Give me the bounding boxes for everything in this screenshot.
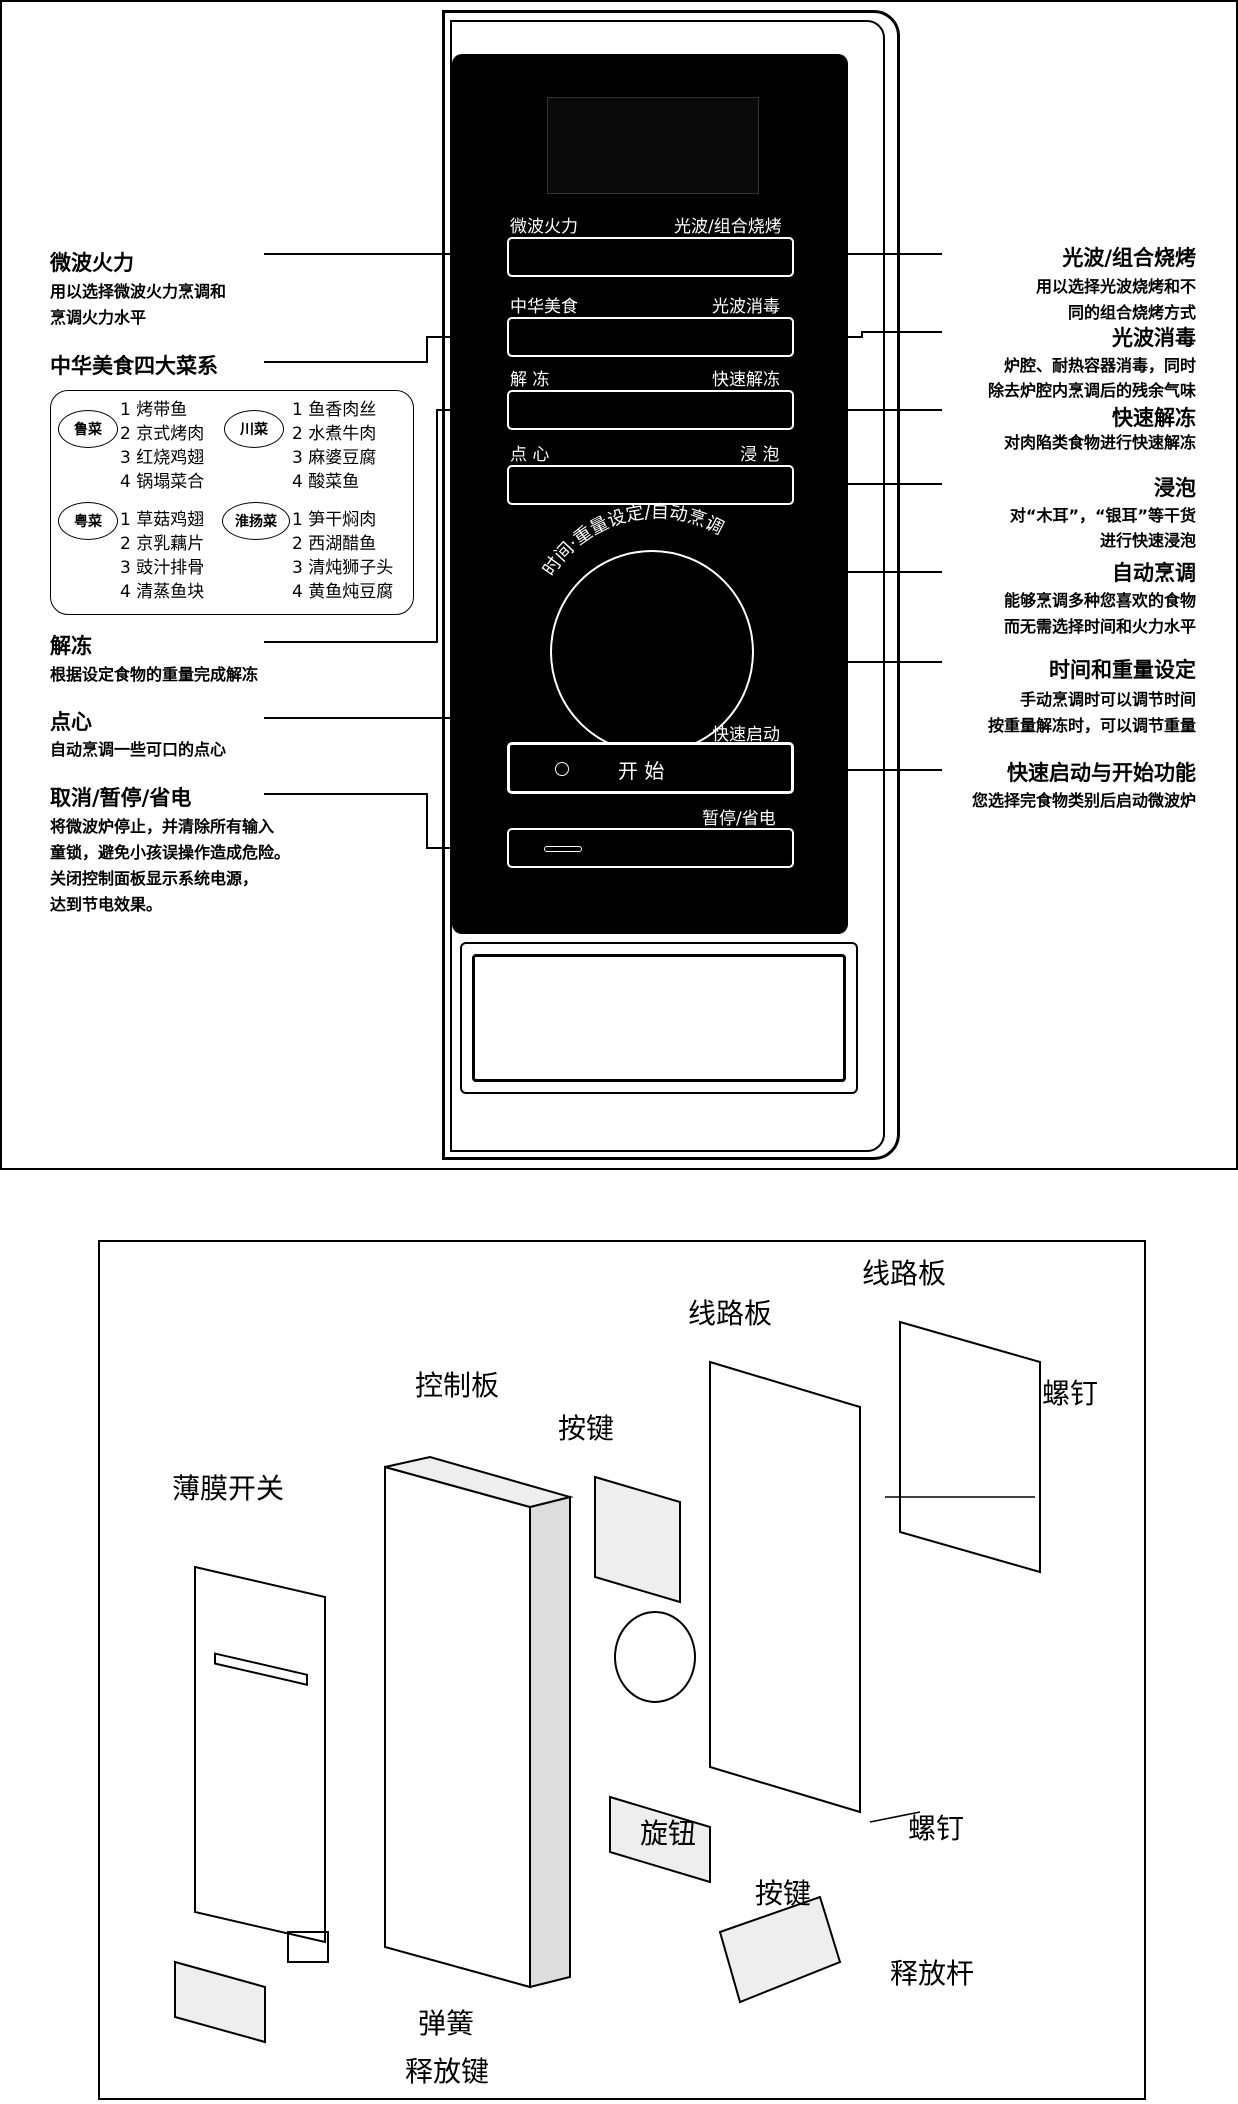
chuan-item-4: 4 酸菜鱼	[292, 472, 360, 492]
label-light-disinfect: 光波消毒	[712, 297, 780, 317]
callout-soak-title: 浸泡	[1154, 476, 1196, 500]
label-snack: 点 心	[510, 445, 550, 465]
callout-light-disinfect-line-2: 除去炉腔内烹调后的残余气味	[987, 381, 1196, 400]
callout-time-weight-title: 时间和重量设定	[1049, 658, 1196, 682]
label-light-combo: 光波/组合烧烤	[674, 217, 782, 237]
callout-defrost-line-1: 根据设定食物的重量完成解冻	[50, 665, 259, 684]
callout-wave-power-line-1: 用以选择微波火力烹调和	[50, 282, 227, 301]
callout-wave-power-line-2: 烹调火力水平	[50, 308, 147, 327]
callout-auto-cook-line-1: 能够烹调多种您喜欢的食物	[1003, 591, 1196, 610]
display-window	[547, 97, 759, 194]
leader-lines	[264, 253, 942, 849]
start-label: 开 始	[618, 759, 665, 783]
label-screw-2: 螺钉	[908, 1812, 965, 1845]
label-soak: 浸 泡	[740, 445, 780, 465]
callout-light-disinfect-line-1: 炉腔、耐热容器消毒，同时	[1003, 356, 1196, 375]
label-keys-2: 按键	[755, 1877, 812, 1910]
control-panel-figure: 微波火力 光波/组合烧烤 中华美食 光波消毒 解 冻 快速解冻 点 心 浸 泡 …	[0, 0, 1238, 1170]
label-release-key: 释放键	[405, 2055, 490, 2088]
control-board-part	[384, 1465, 531, 1989]
yue-item-3: 3 豉汁排骨	[120, 558, 205, 578]
snack-button[interactable]	[507, 465, 794, 505]
label-keys-1: 按键	[558, 1412, 615, 1445]
label-quick-defrost: 快速解冻	[712, 370, 780, 390]
pause-indicator-icon	[544, 846, 582, 852]
chuan-item-1: 1 鱼香肉丝	[292, 400, 377, 420]
release-lever-part	[718, 1895, 842, 2004]
huaiyang-item-3: 3 清炖狮子头	[292, 558, 394, 578]
door-release-button[interactable]	[472, 954, 846, 1082]
chinese-food-button[interactable]	[507, 317, 794, 357]
callout-light-combo-line-1: 用以选择光波烧烤和不	[1035, 277, 1196, 296]
lu-item-3: 3 红烧鸡翅	[120, 448, 205, 468]
release-key-part	[174, 1960, 266, 2044]
membrane-switch-part	[194, 1565, 326, 1944]
callout-cancel-line-1: 将微波炉停止，并清除所有输入	[50, 817, 275, 836]
label-control-board: 控制板	[415, 1369, 500, 1402]
huaiyang-item-2: 2 西湖醋鱼	[292, 534, 377, 554]
label-circuit-board-1: 线路板	[688, 1297, 773, 1330]
callout-time-weight-line-2: 按重量解冻时，可以调节重量	[987, 716, 1196, 735]
label-circuit-board-2: 线路板	[862, 1257, 947, 1290]
huaiyang-item-1: 1 笋干焖肉	[292, 510, 377, 530]
callout-auto-cook-title: 自动烹调	[1112, 561, 1196, 585]
callout-snack-line-1: 自动烹调一些可口的点心	[50, 740, 227, 759]
callout-light-disinfect-title: 光波消毒	[1112, 326, 1196, 350]
callout-quick-start-line-1: 您选择完食物类别后启动微波炉	[971, 791, 1196, 810]
lu-item-4: 4 锅塌菜合	[120, 472, 205, 492]
label-chinese-food: 中华美食	[510, 297, 578, 317]
knob-part	[614, 1611, 696, 1703]
circuit-board-2-part	[899, 1320, 1041, 1574]
lu-item-2: 2 京式烤肉	[120, 424, 205, 444]
callout-soak-line-1: 对“木耳”，“银耳”等干货	[1009, 506, 1196, 525]
label-screw-1: 螺钉	[1042, 1377, 1099, 1410]
microwave-body-inner-edge	[450, 20, 885, 1152]
callout-cuisines-title: 中华美食四大菜系	[50, 354, 218, 378]
callout-cancel-title: 取消/暂停/省电	[50, 786, 192, 810]
door-release-frame	[460, 942, 858, 1094]
wave-power-button[interactable]	[507, 237, 794, 277]
callout-auto-cook-line-2: 而无需选择时间和火力水平	[1003, 617, 1196, 636]
yue-item-1: 1 草菇鸡翅	[120, 510, 205, 530]
label-defrost: 解 冻	[510, 370, 550, 390]
callout-quick-start-title: 快速启动与开始功能	[1007, 761, 1196, 785]
callout-soak-line-2: 进行快速浸泡	[1099, 531, 1196, 550]
pause-button[interactable]	[507, 828, 794, 868]
label-knob: 旋钮	[640, 1817, 697, 1850]
circuit-board-1-part	[709, 1360, 861, 1814]
callout-cancel-line-2: 童锁，避免小孩误操作造成危险。	[50, 843, 291, 862]
start-indicator-icon	[555, 762, 569, 776]
huaiyang-item-4: 4 黄鱼炖豆腐	[292, 582, 394, 602]
spring-part	[287, 1931, 329, 1963]
label-wave-power: 微波火力	[510, 217, 578, 237]
chuan-item-3: 3 麻婆豆腐	[292, 448, 377, 468]
callout-defrost-title: 解冻	[50, 634, 92, 658]
cuisine-huaiyang-badge: 淮扬菜	[222, 502, 290, 540]
start-button[interactable]: 开 始	[507, 742, 794, 794]
defrost-button[interactable]	[507, 390, 794, 430]
lu-item-1: 1 烤带鱼	[120, 400, 188, 420]
label-quick-start: 快速启动	[712, 725, 780, 745]
callout-wave-power-title: 微波火力	[50, 251, 134, 275]
callout-cancel-line-3: 关闭控制面板显示系统电源，	[50, 869, 259, 888]
label-membrane-switch: 薄膜开关	[172, 1472, 285, 1505]
callout-quick-defrost-line-1: 对肉陷类食物进行快速解冻	[1003, 433, 1196, 452]
cuisine-yue-badge: 粤菜	[58, 502, 118, 540]
callout-light-combo-title: 光波/组合烧烤	[1062, 246, 1196, 270]
callout-time-weight-line-1: 手动烹调时可以调节时间	[1019, 690, 1196, 709]
label-pause: 暂停/省电	[702, 809, 776, 829]
chuan-item-2: 2 水煮牛肉	[292, 424, 377, 444]
yue-item-2: 2 京乳藕片	[120, 534, 205, 554]
label-spring: 弹簧	[418, 2007, 475, 2040]
callout-cancel-line-4: 达到节电效果。	[50, 895, 163, 914]
callout-light-combo-line-2: 同的组合烧烤方式	[1067, 303, 1196, 322]
callout-snack-title: 点心	[50, 710, 92, 734]
exploded-view-figure: 线路板 线路板 螺钉 控制板 按键 薄膜开关 螺钉 旋钮 按键 释放杆 弹簧 释…	[98, 1240, 1146, 2100]
label-release-lever: 释放杆	[890, 1957, 975, 1990]
cuisine-chuan-badge: 川菜	[224, 410, 284, 448]
callout-quick-defrost-title: 快速解冻	[1112, 406, 1196, 430]
exploded-view-drawing	[174, 1320, 1041, 2044]
yue-item-4: 4 清蒸鱼块	[120, 582, 205, 602]
cuisine-lu-badge: 鲁菜	[58, 410, 118, 448]
